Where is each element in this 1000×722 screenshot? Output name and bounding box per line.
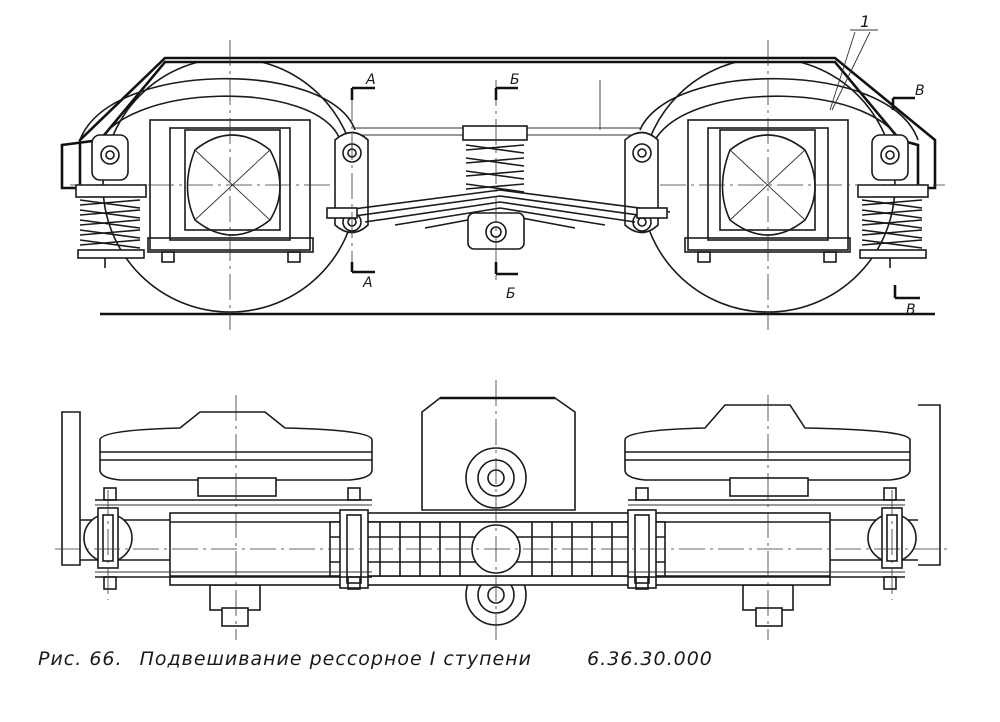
section-marker-a: А А: [350, 72, 376, 291]
section-label-a-top: А: [365, 72, 376, 88]
section-marker-v: В В: [891, 83, 925, 318]
section-label-v-bottom: В: [906, 302, 916, 318]
coil-spring-left: [75, 184, 147, 268]
frame-right: [918, 404, 941, 566]
figure-caption: Рис. 66. Подвешивание рессорное I ступен…: [38, 648, 713, 672]
hanger-right: [871, 134, 909, 181]
section-marker-b: Б Б: [494, 72, 520, 302]
section-label-v-top: В: [915, 83, 925, 99]
caption-title: Подвешивание рессорное I ступени: [139, 648, 533, 670]
section-label-a-bottom: А: [362, 275, 373, 291]
frame-left: [61, 411, 81, 566]
bolts-bottom: [161, 251, 837, 263]
part-number-label: 1: [860, 12, 870, 31]
leaf-spring: [326, 189, 671, 229]
center-spring: [462, 125, 528, 250]
center-bolster: [421, 396, 576, 626]
plan-view: [55, 380, 950, 640]
caption-figure-number: Рис. 66.: [38, 648, 123, 670]
section-label-b-top: Б: [510, 72, 520, 88]
axle-box-right: [684, 119, 851, 253]
section-label-b-bottom: Б: [506, 286, 516, 302]
coil-spring-right: [857, 184, 929, 268]
caption-drawing-code: 6.36.30.000: [587, 648, 713, 670]
side-view: А А Б Б В В 1: [60, 12, 945, 330]
hanger-left: [91, 134, 129, 181]
axle-box-left: [147, 119, 314, 253]
bogie-frame: [60, 56, 937, 190]
part-callout-1: 1: [829, 12, 878, 111]
